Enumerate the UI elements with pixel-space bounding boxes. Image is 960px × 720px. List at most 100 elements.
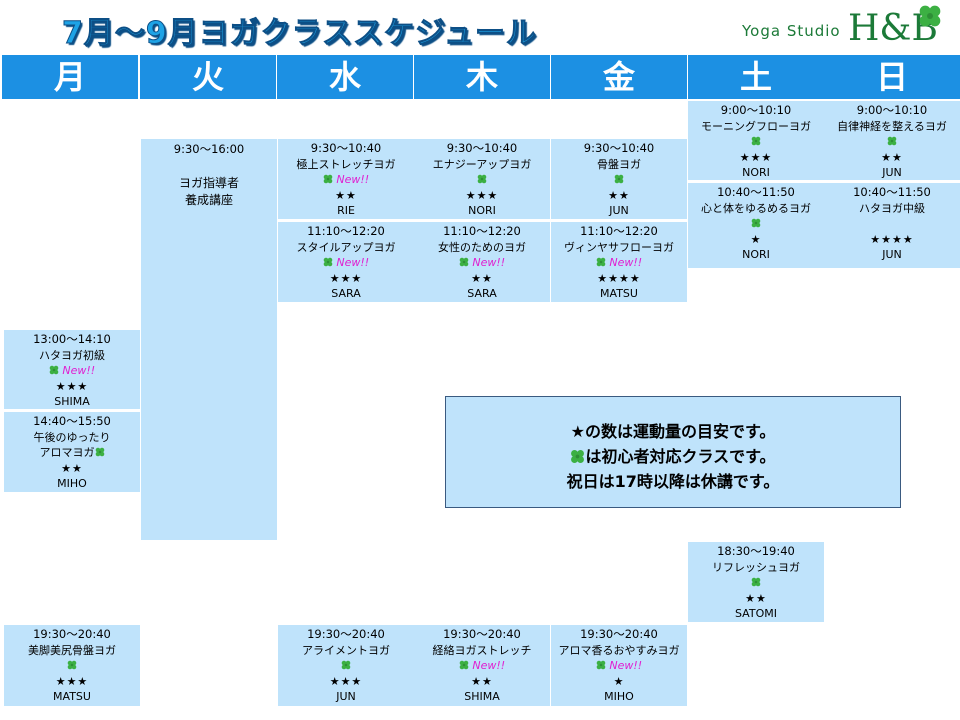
class-stars: ★★★ <box>329 674 363 688</box>
clover-icon <box>596 660 606 670</box>
class-stars: ★★★ <box>55 674 89 688</box>
class-instructor: MIHO <box>604 690 634 703</box>
class-time: 9:00～10:10 <box>720 103 792 117</box>
class-stars: ★★ <box>471 271 493 285</box>
class-instructor: SATOMI <box>735 607 777 620</box>
note-holiday: 祝日は17時以降は休講です。 <box>566 472 780 491</box>
class-cell: 19:30～20:40 アロマ香るおやすみヨガ New!! ★ MIHO <box>551 625 687 706</box>
clover-icon <box>323 257 333 267</box>
class-time: 14:40～15:50 <box>33 414 111 428</box>
class-name: 養成講座 <box>184 193 233 207</box>
class-cell: 14:40～15:50 午後のゆったり アロマヨガ ★★ MIHO <box>4 412 140 492</box>
class-name: アロマ香るおやすみヨガ <box>558 643 680 657</box>
class-cell: 18:30～19:40 リフレッシュヨガ ★★ SATOMI <box>688 542 824 622</box>
class-cell: 19:30～20:40 美脚美尻骨盤ヨガ ★★★ MATSU <box>4 625 140 706</box>
clover-icon <box>67 660 77 670</box>
class-time: 9:00～10:10 <box>856 103 928 117</box>
class-name: 午後のゆったり <box>33 430 111 444</box>
class-cell: 11:10～12:20 ヴィンヤサフローヨガ New!! ★★★★ MATSU <box>551 222 687 302</box>
class-time: 9:30～10:40 <box>446 141 518 155</box>
class-instructor: NORI <box>742 166 770 179</box>
clover-icon <box>341 660 351 670</box>
clover-icon <box>459 257 469 267</box>
class-time: 10:40～11:50 <box>853 185 931 199</box>
class-stars: ★★ <box>471 674 493 688</box>
class-instructor: JUN <box>609 204 629 217</box>
class-stars: ★★ <box>335 188 357 202</box>
class-stars: ★★★★ <box>597 271 641 285</box>
class-stars: ★★★ <box>465 188 499 202</box>
class-stars: ★★ <box>745 591 767 605</box>
class-name: ヨガ指導者 <box>178 176 239 190</box>
class-stars: ★★ <box>881 150 903 164</box>
class-name: ハタヨガ中級 <box>859 201 925 215</box>
class-time: 9:30～10:40 <box>583 141 655 155</box>
class-name: 美脚美尻骨盤ヨガ <box>28 643 116 657</box>
day-header-sat: 土 <box>688 55 824 99</box>
class-time: 11:10～12:20 <box>307 224 385 238</box>
class-instructor: SHIMA <box>464 690 500 703</box>
class-time: 10:40～11:50 <box>717 185 795 199</box>
class-cell: 19:30～20:40 アライメントヨガ ★★★ JUN <box>278 625 414 706</box>
class-name: ヴィンヤサフローヨガ <box>564 240 674 254</box>
clover-icon <box>751 577 761 587</box>
clover-icon <box>751 218 761 228</box>
class-instructor: JUN <box>882 248 902 261</box>
class-instructor: SARA <box>331 287 361 300</box>
new-badge: New!! <box>336 173 370 186</box>
clover-icon <box>323 174 333 184</box>
class-cell: 9:30～10:40 エナジーアップヨガ ★★★ NORI <box>414 139 550 219</box>
clover-icon <box>570 449 585 464</box>
class-instructor: JUN <box>336 690 356 703</box>
new-badge: New!! <box>609 256 643 269</box>
class-instructor: MATSU <box>53 690 91 703</box>
class-time: 19:30～20:40 <box>580 627 658 641</box>
day-header-wed: 水 <box>277 55 413 99</box>
day-header-fri: 金 <box>551 55 687 99</box>
class-instructor: MATSU <box>600 287 638 300</box>
class-name: ハタヨガ初級 <box>39 348 105 362</box>
clover-icon <box>95 447 105 457</box>
class-name: エナジーアップヨガ <box>432 157 532 171</box>
class-name: アロマヨガ <box>39 446 95 459</box>
class-name: アライメントヨガ <box>302 643 390 657</box>
class-instructor: MIHO <box>57 477 87 490</box>
class-instructor: RIE <box>337 204 355 217</box>
class-stars: ★ <box>750 232 762 246</box>
class-time: 11:10～12:20 <box>580 224 658 238</box>
class-cell: 9:30～10:40 極上ストレッチヨガ New!! ★★ RIE <box>278 139 414 219</box>
logo-text: Yoga Studio <box>742 22 841 40</box>
class-name: 心と体をゆるめるヨガ <box>701 201 811 215</box>
class-name: スタイルアップヨガ <box>296 240 396 254</box>
clover-icon <box>887 136 897 146</box>
clover-icon <box>477 174 487 184</box>
class-time: 18:30～19:40 <box>717 544 795 558</box>
clover-icon <box>49 365 59 375</box>
class-name: 骨盤ヨガ <box>597 157 641 171</box>
class-time: 9:30～16:00 <box>173 142 245 156</box>
day-header-sun: 日 <box>824 55 960 99</box>
new-badge: New!! <box>62 364 96 377</box>
class-stars: ★★ <box>61 461 83 475</box>
class-cell: 11:10～12:20 女性のためのヨガ New!! ★★ SARA <box>414 222 550 302</box>
clover-icon <box>614 174 624 184</box>
class-cell: 9:00～10:10 モーニングフローヨガ ★★★ NORI <box>688 101 824 180</box>
note-stars: ★の数は運動量の目安です。 <box>570 422 776 441</box>
class-cell-teacher-training: 9:30～16:00 ヨガ指導者 養成講座 <box>141 139 277 540</box>
clover-icon <box>459 660 469 670</box>
class-cell: 19:30～20:40 経絡ヨガストレッチ New!! ★★ SHIMA <box>414 625 550 706</box>
class-stars: ★★★ <box>329 271 363 285</box>
note-beginner: は初心者対応クラスです。 <box>585 447 776 466</box>
class-name: 自律神経を整えるヨガ <box>837 119 947 133</box>
class-name: 極上ストレッチヨガ <box>296 157 396 171</box>
clover-icon <box>596 257 606 267</box>
class-instructor: NORI <box>468 204 496 217</box>
class-instructor: SARA <box>467 287 497 300</box>
class-instructor: JUN <box>882 166 902 179</box>
class-name: 経絡ヨガストレッチ <box>432 643 532 657</box>
class-name: モーニングフローヨガ <box>701 119 811 133</box>
new-badge: New!! <box>336 256 370 269</box>
class-stars: ★★★ <box>739 150 773 164</box>
new-badge: New!! <box>472 659 506 672</box>
clover-logo-icon <box>918 4 942 28</box>
